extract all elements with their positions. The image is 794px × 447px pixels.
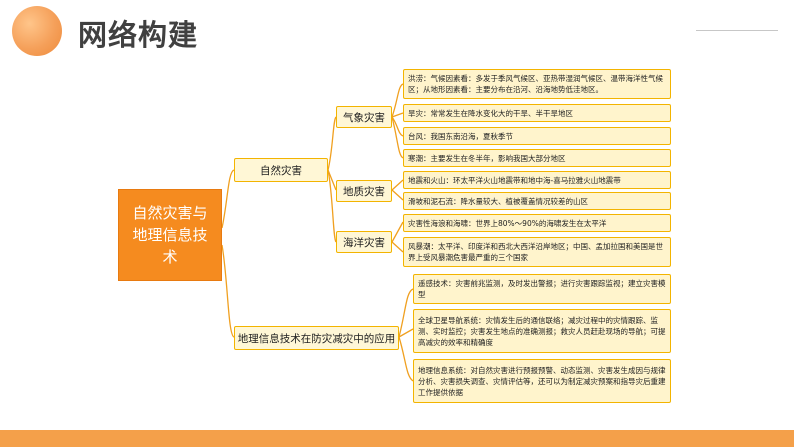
leaf-remote-sensing-text: 遥感技术：灾害前兆监测，及时发出警报；进行灾害跟踪监视；建立灾害模型 [418, 279, 666, 299]
leaf-flood-text: 洪涝：气候因素看：多发于季风气候区、亚热带湿润气候区、温带海洋性气候区；从地形因… [408, 74, 663, 94]
leaf-cold-wave-text: 寒潮：主要发生在冬半年，影响我国大部分地区 [408, 153, 566, 163]
leaf-cold-wave: 寒潮：主要发生在冬半年，影响我国大部分地区 [403, 149, 671, 167]
leaf-drought-text: 旱灾：常常发生在降水变化大的干旱、半干旱地区 [408, 108, 573, 118]
leaf-landslide: 滑坡和泥石流：降水量较大、植被覆盖情况较差的山区 [403, 192, 671, 210]
branch-natural-label: 自然灾害 [260, 164, 302, 177]
branch-gis-application: 地理信息技术在防灾减灾中的应用 [234, 326, 399, 350]
sub-ocean-disasters: 海洋灾害 [336, 231, 392, 253]
sub-geo-label: 地质灾害 [343, 185, 385, 198]
page-title: 网络构建 [78, 18, 199, 52]
footer-bar [0, 430, 794, 447]
title-divider-line [696, 30, 778, 31]
leaf-remote-sensing: 遥感技术：灾害前兆监测，及时发出警报；进行灾害跟踪监视；建立灾害模型 [413, 274, 671, 304]
leaf-drought: 旱灾：常常发生在降水变化大的干旱、半干旱地区 [403, 104, 671, 122]
title-decoration-circle [12, 6, 62, 56]
leaf-earthquake-volcano: 地震和火山：环太平洋火山地震带和地中海-喜马拉雅火山地震带 [403, 171, 671, 189]
leaf-gis-text: 地理信息系统：对自然灾害进行预报预警、动态监测、灾害发生成因与规律分析、灾害损失… [418, 365, 666, 397]
leaf-tsunami: 灾害性海浪和海啸：世界上80%～90%的海啸发生在太平洋 [403, 214, 671, 232]
leaf-storm-surge: 风暴潮：太平洋、印度洋和西北大西洋沿岸地区；中国、孟加拉国和美国是世界上受风暴潮… [403, 237, 671, 267]
leaf-storm-surge-text: 风暴潮：太平洋、印度洋和西北大西洋沿岸地区；中国、孟加拉国和美国是世界上受风暴潮… [408, 242, 663, 262]
leaf-landslide-text: 滑坡和泥石流：降水量较大、植被覆盖情况较差的山区 [408, 196, 588, 206]
sub-ocean-label: 海洋灾害 [343, 236, 385, 249]
sub-geological-disasters: 地质灾害 [336, 180, 392, 202]
leaf-gnss: 全球卫星导航系统：灾情发生后的通信联络；减灾过程中的灾情跟踪、监测、实时监控；灾… [413, 309, 671, 353]
leaf-tsunami-text: 灾害性海浪和海啸：世界上80%～90%的海啸发生在太平洋 [408, 218, 607, 228]
leaf-earthquake-text: 地震和火山：环太平洋火山地震带和地中海-喜马拉雅火山地震带 [408, 175, 621, 185]
leaf-typhoon: 台风：我国东南沿海，夏秋季节 [403, 127, 671, 145]
leaf-flood: 洪涝：气候因素看：多发于季风气候区、亚热带湿润气候区、温带海洋性气候区；从地形因… [403, 69, 671, 99]
root-label: 自然灾害与地理信息技术 [132, 204, 208, 266]
branch-natural-disasters: 自然灾害 [234, 158, 328, 182]
leaf-gis-system: 地理信息系统：对自然灾害进行预报预警、动态监测、灾害发生成因与规律分析、灾害损失… [413, 359, 671, 403]
sub-meteo-label: 气象灾害 [343, 111, 385, 124]
branch-gis-label: 地理信息技术在防灾减灾中的应用 [237, 332, 396, 345]
root-node: 自然灾害与地理信息技术 [118, 189, 222, 281]
leaf-typhoon-text: 台风：我国东南沿海，夏秋季节 [408, 131, 513, 141]
sub-meteorological-disasters: 气象灾害 [336, 106, 392, 128]
leaf-gnss-text: 全球卫星导航系统：灾情发生后的通信联络；减灾过程中的灾情跟踪、监测、实时监控；灾… [418, 315, 666, 347]
